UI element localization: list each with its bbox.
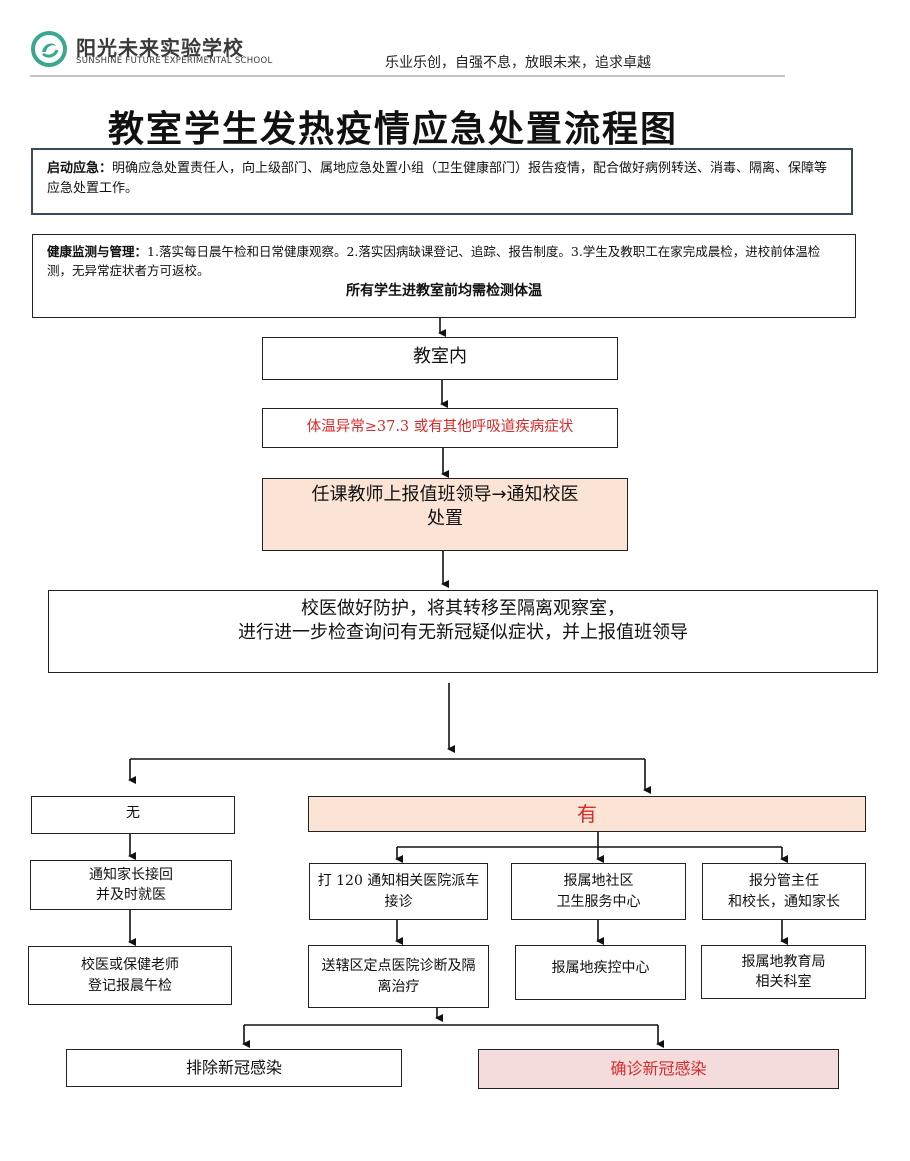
school-doctor-line1: 校医做好防护，将其转移至隔离观察室， [301, 598, 625, 619]
has-symptom-box: 有 [308, 796, 866, 832]
education-bureau-box: 报属地教育局 相关科室 [701, 945, 866, 999]
abnormal-temp-box: 体温异常≥37.3 或有其他呼吸道疾病症状 [262, 408, 618, 448]
school-doctor-line2: 进行进一步检查询问有无新冠疑似症状，并上报值班领导 [238, 622, 688, 644]
community-health-line1: 报属地社区 [563, 873, 634, 890]
designated-hospital-box: 送辖区定点医院诊断及隔 离治疗 [308, 945, 489, 1008]
local-cdc-box: 报属地疾控中心 [515, 945, 686, 1000]
school-doctor-box: 校医做好防护，将其转移至隔离观察室， 进行进一步检查询问有无新冠疑似症状，并上报… [48, 590, 878, 673]
notify-parents-line2: 并及时就医 [96, 887, 166, 903]
call-120-line2: 接诊 [384, 893, 413, 910]
classroom-label: 教室内 [413, 346, 467, 367]
register-check-line1: 校医或保健老师 [81, 957, 179, 974]
principal-report-box: 报分管主任 和校长，通知家长 [702, 863, 866, 920]
school-slogan: 乐业乐创，自强不息，放眼未来，追求卓越 [385, 55, 651, 71]
teacher-report-box: 任课教师上报值班领导→通知校医 处置 [262, 478, 628, 551]
launch-text: 明确应急处置责任人，向上级部门、属地应急处置小组（卫生健康部门）报告疫情，配合做… [47, 161, 828, 197]
call-120-box: 打 120 通知相关医院派车 接诊 [309, 863, 488, 920]
monitor-footer: 所有学生进教室前均需检测体温 [346, 282, 542, 299]
principal-report-line1: 报分管主任 [749, 873, 819, 890]
community-health-line2: 卫生服务中心 [556, 893, 641, 910]
confirmed-infection-box: 确诊新冠感染 [478, 1049, 839, 1089]
call-120-line1: 打 120 通知相关医院派车 [317, 873, 480, 890]
register-check-line2: 登记报晨午检 [88, 977, 172, 994]
classroom-box: 教室内 [262, 337, 618, 380]
education-bureau-line1: 报属地教育局 [741, 953, 826, 970]
school-name: 阳光未来实验学校 [76, 36, 244, 60]
health-monitor-box: 健康监测与管理：1.落实每日晨午检和日常健康观察。2.落实因病缺课登记、追踪、报… [32, 234, 856, 318]
monitor-text: 1.落实每日晨午检和日常健康观察。2.落实因病缺课登记、追踪、报告制度。3.学生… [47, 244, 821, 278]
teacher-report-line1: 任课教师上报值班领导→通知校医 [311, 484, 579, 505]
confirmed-infection-label: 确诊新冠感染 [610, 1059, 707, 1079]
launch-emergency-box: 启动应急：明确应急处置责任人，向上级部门、属地应急处置小组（卫生健康部门）报告疫… [31, 148, 853, 215]
designated-hospital-line1: 送辖区定点医院诊断及隔 [321, 958, 476, 975]
monitor-label: 健康监测与管理： [47, 244, 148, 259]
register-check-box: 校医或保健老师 登记报晨午检 [28, 946, 232, 1005]
notify-parents-box: 通知家长接回 并及时就医 [30, 860, 232, 910]
principal-report-line2: 和校长，通知家长 [728, 893, 840, 910]
no-symptom-label: 无 [126, 805, 140, 821]
school-logo-icon [31, 31, 67, 67]
excluded-infection-box: 排除新冠感染 [66, 1049, 402, 1087]
launch-label: 启动应急： [47, 161, 113, 176]
school-logo: 阳光未来实验学校 SUNSHINE FUTURE EXPERIMENTAL SC… [30, 30, 290, 68]
school-name-en: SUNSHINE FUTURE EXPERIMENTAL SCHOOL [76, 56, 273, 66]
page-title: 教室学生发热疫情应急处置流程图 [108, 109, 679, 150]
local-cdc-label: 报属地疾控中心 [551, 960, 650, 976]
education-bureau-line2: 相关科室 [755, 974, 812, 990]
has-symptom-label: 有 [577, 801, 597, 826]
excluded-infection-label: 排除新冠感染 [185, 1058, 282, 1077]
community-health-box: 报属地社区 卫生服务中心 [511, 863, 686, 920]
no-symptom-box: 无 [31, 796, 235, 834]
notify-parents-line1: 通知家长接回 [89, 866, 173, 883]
designated-hospital-line2: 离治疗 [377, 978, 420, 995]
teacher-report-line2: 处置 [427, 508, 463, 530]
abnormal-temp-label: 体温异常≥37.3 或有其他呼吸道疾病症状 [306, 419, 574, 436]
